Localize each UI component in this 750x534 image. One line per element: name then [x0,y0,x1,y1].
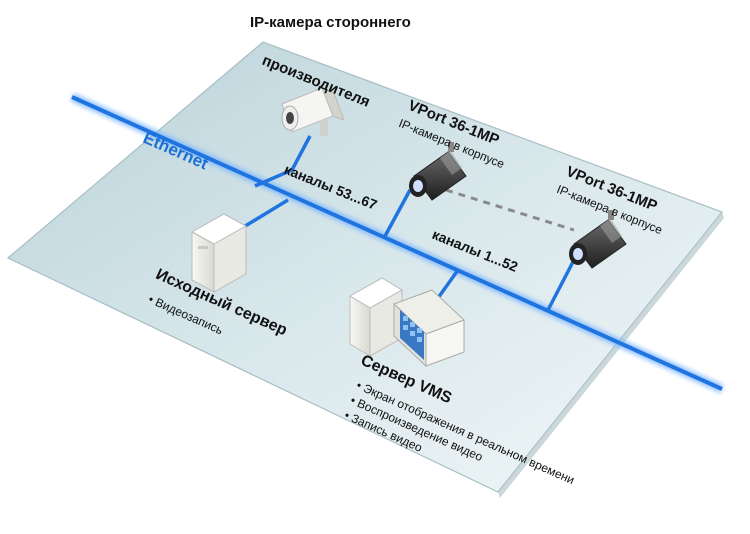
ethernet-branches [236,135,577,311]
ethernet-backbone [70,92,724,394]
third-party-camera-icon [281,87,345,136]
camera-link-dashed [445,188,575,232]
source-server-icon [190,213,248,293]
third-party-camera-title-line1: IP-камера стороннего [250,14,411,31]
vport-camera-2-icon [569,210,627,269]
vms-monitor-icon [393,289,465,368]
vport-camera-1-icon [409,142,467,201]
